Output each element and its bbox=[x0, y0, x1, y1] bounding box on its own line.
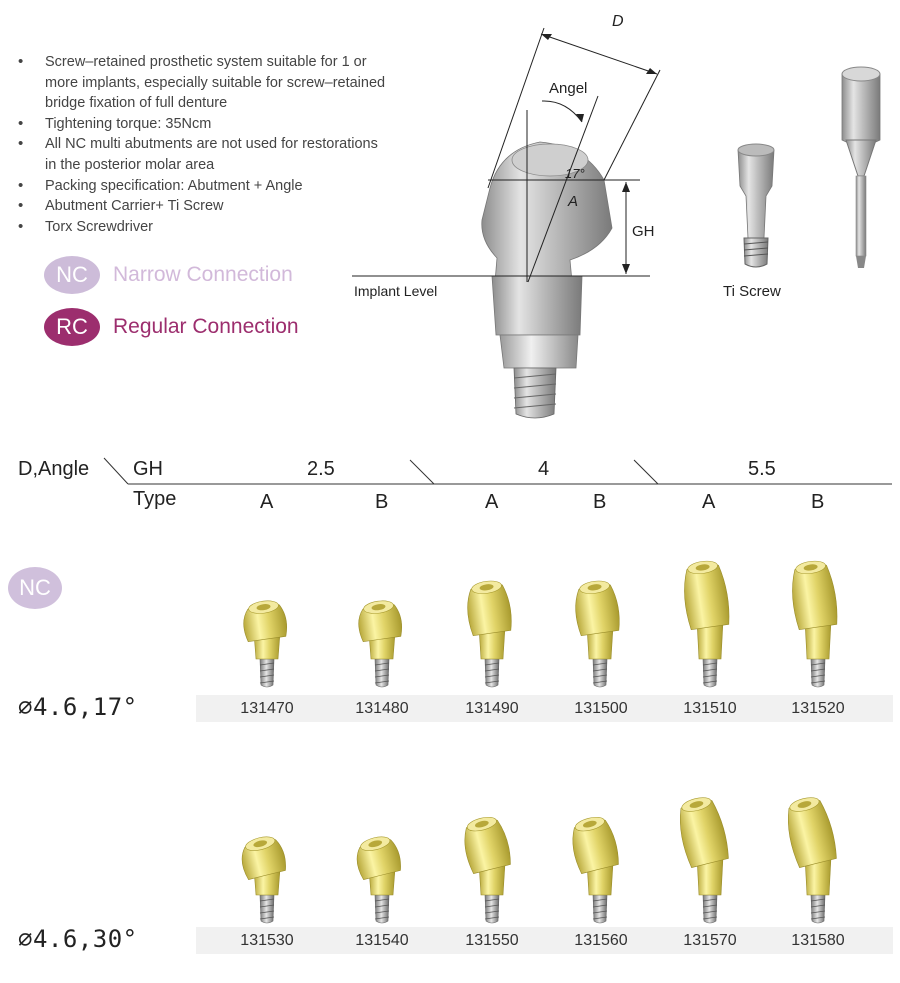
size-label: ∅4.6,30° bbox=[18, 925, 138, 953]
header-rules bbox=[103, 457, 892, 485]
type-value: B bbox=[593, 491, 607, 513]
product-code: 131470 bbox=[240, 700, 294, 717]
size-label: ∅4.6,17° bbox=[18, 693, 138, 721]
type-value: B bbox=[375, 491, 389, 513]
code-row: 131530 131540 131550 131560 131570 13158… bbox=[196, 927, 893, 954]
type-header: Type bbox=[133, 488, 177, 510]
gh-value: 4 bbox=[538, 458, 550, 480]
feature-item: Packing specification: Abutment + Angle bbox=[18, 176, 388, 197]
product-code: 131530 bbox=[240, 932, 294, 949]
feature-list: Screw–retained prosthetic system suitabl… bbox=[18, 52, 388, 237]
type-a-label: A bbox=[567, 193, 578, 210]
implant-level-label: Implant Level bbox=[354, 283, 437, 299]
code-row: 131470 131480 131490 131500 131510 13152… bbox=[196, 695, 893, 722]
feature-item: Abutment Carrier+ Ti Screw bbox=[18, 196, 388, 217]
abutment-product-image bbox=[467, 580, 512, 688]
abutment-product-image bbox=[464, 816, 511, 924]
type-value: B bbox=[811, 491, 825, 513]
feature-item: Torx Screwdriver bbox=[18, 217, 388, 238]
abutment-product-image bbox=[575, 580, 620, 688]
screwdriver-render bbox=[841, 66, 881, 268]
feature-item: Tightening torque: 35Ncm bbox=[18, 114, 388, 135]
abutment-render bbox=[481, 141, 613, 419]
product-code: 131550 bbox=[465, 932, 519, 949]
d-dimension-label: D bbox=[612, 13, 624, 30]
angle-value: 17° bbox=[565, 166, 585, 181]
gh-value: 5.5 bbox=[748, 458, 776, 480]
product-code: 131510 bbox=[683, 700, 737, 717]
row-nc-badge: NC bbox=[8, 567, 62, 609]
abutment-product-image bbox=[788, 797, 837, 924]
abutment-product-image bbox=[684, 560, 730, 688]
product-code: 131570 bbox=[683, 932, 737, 949]
product-code: 131580 bbox=[791, 932, 845, 949]
abutment-product-image bbox=[680, 797, 729, 924]
rc-label: Regular Connection bbox=[113, 315, 299, 338]
d-angle-header: D,Angle bbox=[18, 458, 90, 480]
abutment-product-image bbox=[241, 836, 286, 924]
rc-badge: RC bbox=[44, 308, 100, 346]
legend-narrow-connection: NC Narrow Connection bbox=[44, 256, 293, 294]
abutment-product-image bbox=[572, 816, 619, 924]
angle-label: Angel bbox=[549, 80, 587, 97]
product-code: 131520 bbox=[791, 700, 845, 717]
abutment-product-image bbox=[358, 600, 403, 688]
product-code: 131500 bbox=[574, 700, 628, 717]
gh-dimension-label: GH bbox=[632, 223, 655, 240]
legend-regular-connection: RC Regular Connection bbox=[44, 308, 299, 346]
feature-item: Screw–retained prosthetic system suitabl… bbox=[18, 52, 388, 114]
type-value: A bbox=[485, 491, 499, 513]
product-code: 131560 bbox=[574, 932, 628, 949]
abutment-diagram: D Angel 17° A GH Implant Level Ti Screw bbox=[352, 13, 881, 419]
gh-header: GH bbox=[133, 458, 163, 480]
product-code: 131540 bbox=[355, 932, 409, 949]
nc-badge: NC bbox=[44, 256, 100, 294]
gh-value: 2.5 bbox=[307, 458, 335, 480]
abutment-product-image bbox=[243, 600, 288, 688]
product-code: 131490 bbox=[465, 700, 519, 717]
abutment-product-image bbox=[792, 560, 838, 688]
ti-screw-label: Ti Screw bbox=[723, 283, 781, 300]
type-value: A bbox=[702, 491, 716, 513]
abutment-product-image bbox=[356, 836, 401, 924]
feature-item: All NC multi abutments are not used for … bbox=[18, 134, 388, 175]
product-code: 131480 bbox=[355, 700, 409, 717]
type-value: A bbox=[260, 491, 274, 513]
ti-screw-render bbox=[737, 143, 775, 268]
nc-label: Narrow Connection bbox=[113, 263, 293, 286]
